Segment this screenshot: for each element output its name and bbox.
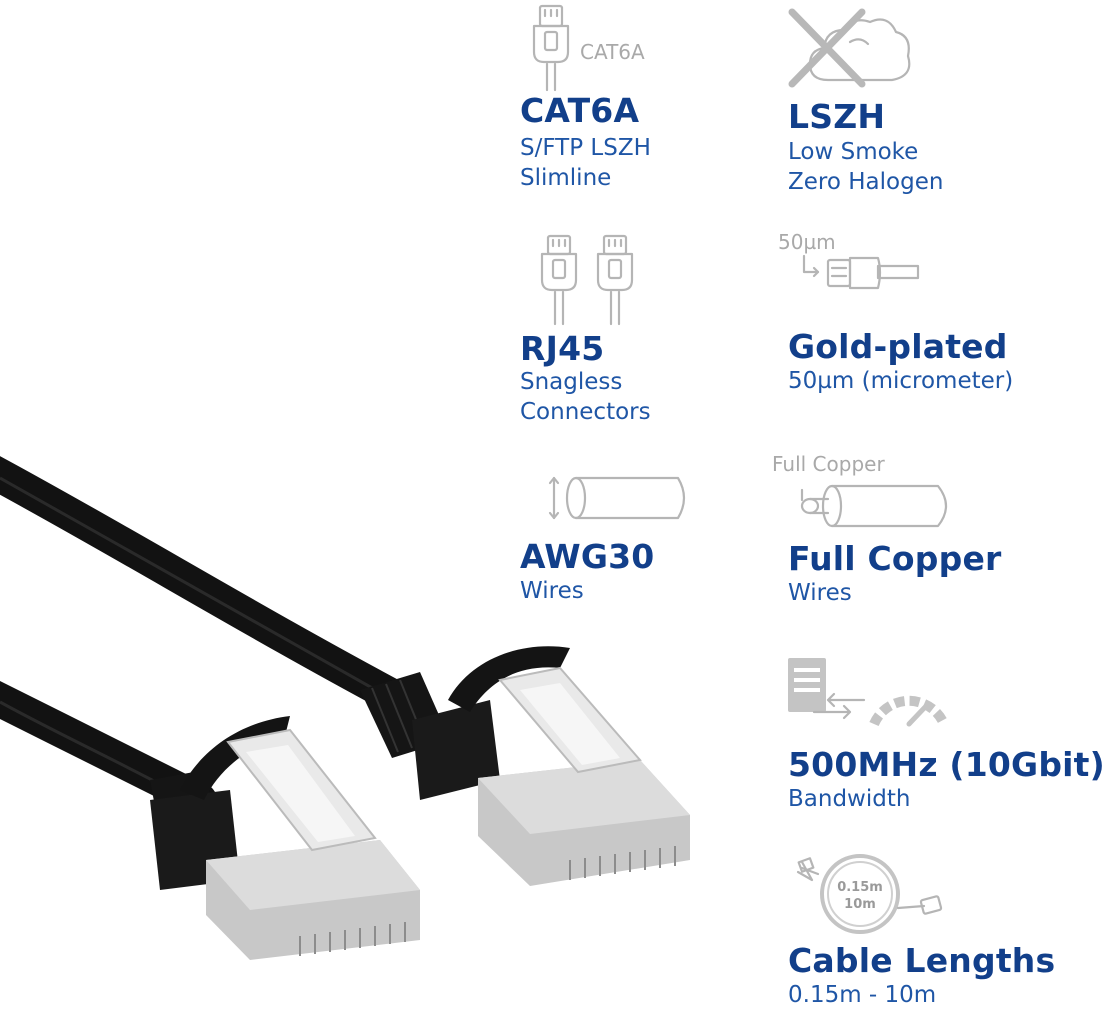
feature-line: Wires [520,578,584,604]
feature-line: S/FTP LSZH [520,135,651,161]
feature-awg30: AWG30 Wires [520,460,780,620]
wire-gauge-icon [548,474,698,524]
icon-caption: 50µm [778,230,836,254]
feature-line: Zero Halogen [788,169,944,195]
double-plug-icon [538,234,648,328]
coil-max-length: 10m [844,897,876,912]
cable-coil-icon: 0.15m 10m [796,850,948,940]
coil-min-length: 0.15m [837,880,883,895]
feature-title: AWG30 [520,537,655,576]
icon-caption: CAT6A [580,40,645,64]
feature-title: 500MHz (10Gbit) [788,745,1105,784]
feature-line: Snagless [520,369,623,395]
feature-cable-lengths: 0.15m 10m Cable Lengths 0.15m - 10m [788,848,1068,1008]
no-smoke-icon [788,6,918,90]
feature-title: Gold-plated [788,327,1008,366]
ethernet-cable-image [0,456,690,960]
gold-contact-icon [802,252,922,300]
feature-title: CAT6A [520,91,640,130]
icon-caption: Full Copper [772,452,885,476]
speed-gauge-icon [788,656,949,732]
feature-title: RJ45 [520,329,605,368]
feature-line: 50µm (micrometer) [788,368,1014,394]
feature-line: Slimline [520,165,612,191]
feature-line: Bandwidth [788,786,911,812]
feature-rj45: RJ45 Snagless Connectors [520,228,780,428]
feature-title: Full Copper [788,539,1002,578]
feature-full-copper: Full Copper Full Copper Wires [772,448,1068,618]
feature-lszh: LSZH Low Smoke Zero Halogen [788,0,1068,200]
feature-line: Low Smoke [788,139,919,165]
feature-line: Connectors [520,399,651,425]
copper-wire-icon [788,482,958,532]
feature-title: Cable Lengths [788,941,1056,980]
feature-cat6a: CAT6A CAT6A S/FTP LSZH Slimline [520,0,780,200]
feature-gold-plated: 50µm Gold-plated 50µm (micrometer) [778,228,1068,428]
feature-bandwidth: 500MHz (10Gbit) Bandwidth [788,650,1105,820]
feature-title: LSZH [788,97,886,136]
feature-line: 0.15m - 10m [788,982,937,1008]
feature-line: Wires [788,580,852,606]
rj45-plug-icon [528,2,578,92]
